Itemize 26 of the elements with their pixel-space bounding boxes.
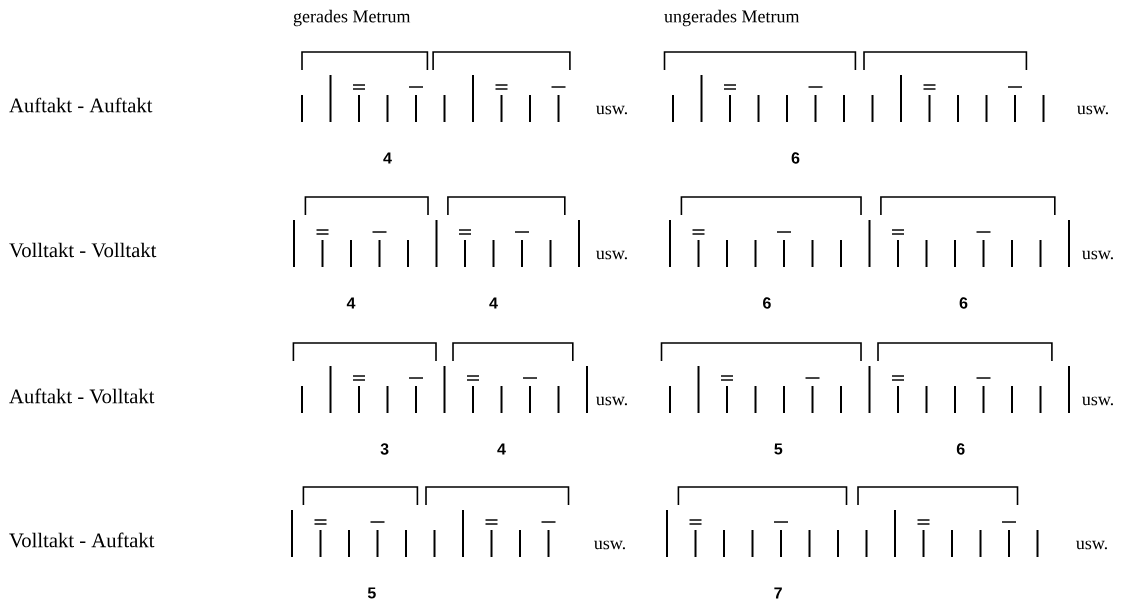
- continuation-text: usw.: [596, 105, 627, 115]
- row-label: Volltakt - Auftakt: [9, 532, 155, 548]
- beat-count: 5: [774, 443, 783, 455]
- continuation-text: usw.: [1082, 250, 1113, 260]
- row-label: Auftakt - Volltakt: [9, 388, 155, 404]
- column-heading: ungerades Metrum: [664, 9, 800, 27]
- column-heading: gerades Metrum: [293, 9, 411, 27]
- beat-count: 6: [791, 152, 800, 164]
- beat-count: 4: [489, 297, 498, 309]
- continuation-text: usw.: [1082, 396, 1113, 406]
- beat-count: 6: [763, 297, 771, 309]
- beat-count: 3: [380, 443, 389, 455]
- beat-count: 6: [959, 297, 968, 309]
- beat-count: 7: [774, 587, 782, 599]
- continuation-text: usw.: [1077, 105, 1108, 115]
- row-label: Auftakt - Auftakt: [9, 97, 153, 113]
- continuation-text: usw.: [594, 540, 625, 550]
- continuation-text: usw.: [596, 250, 627, 260]
- beat-count: 5: [367, 587, 376, 599]
- beat-count: 6: [956, 443, 965, 455]
- beat-count: 4: [346, 297, 356, 309]
- row-label: Volltakt - Volltakt: [9, 242, 157, 258]
- continuation-text: usw.: [1076, 540, 1107, 550]
- beat-count: 4: [497, 443, 506, 455]
- beat-count: 4: [383, 152, 392, 164]
- continuation-text: usw.: [596, 396, 627, 406]
